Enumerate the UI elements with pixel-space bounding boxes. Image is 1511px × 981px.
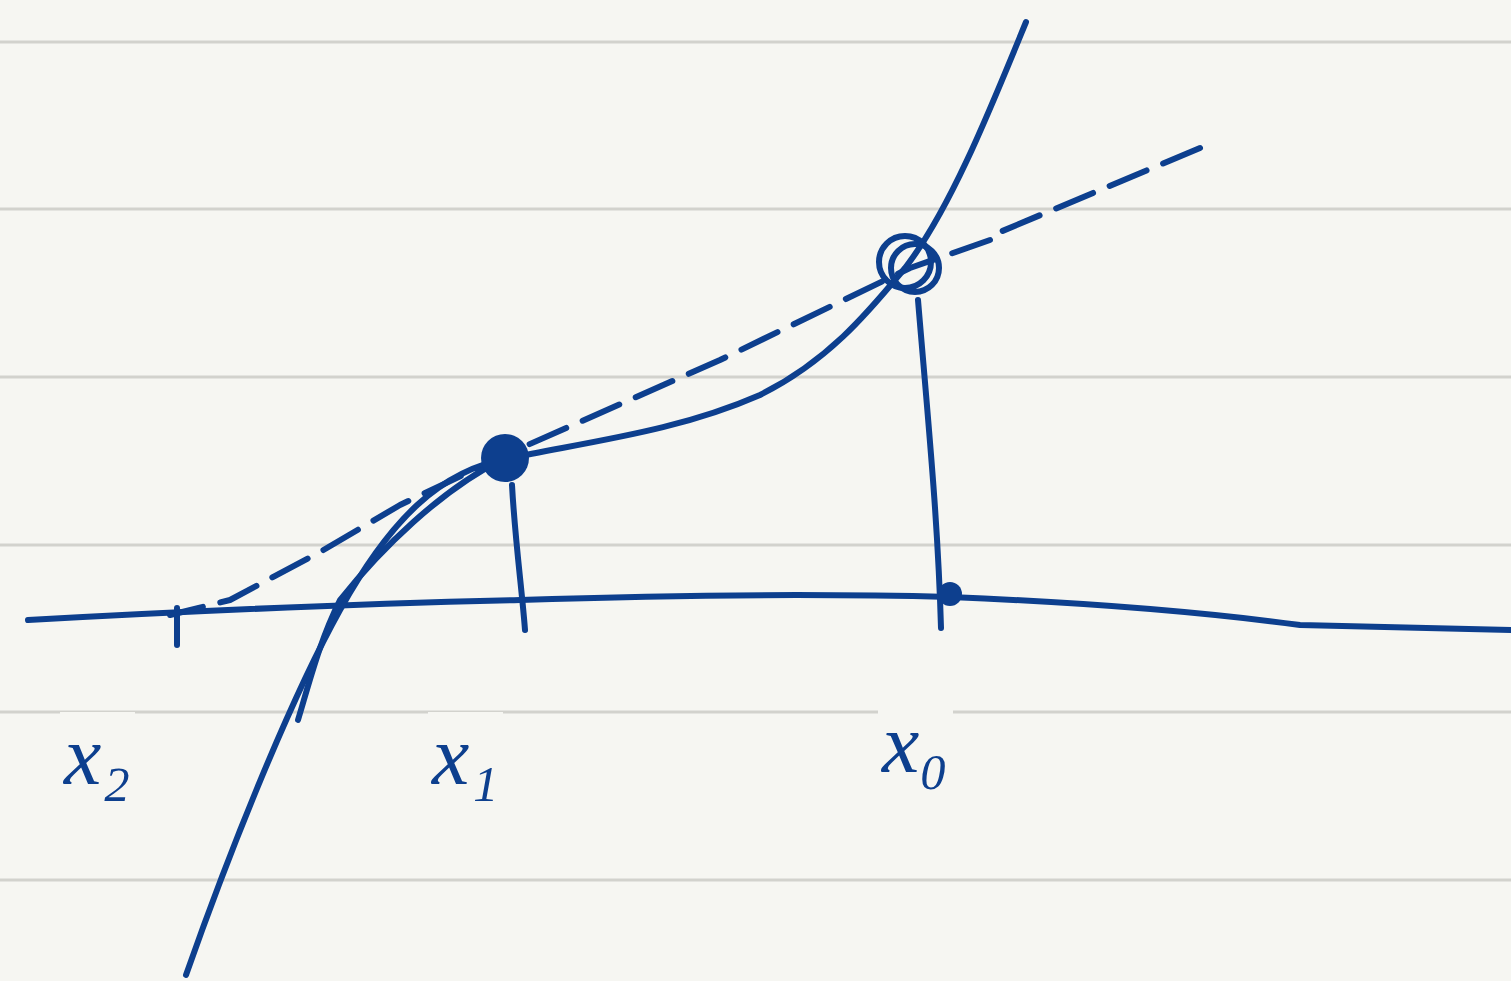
x-axis [28,595,1511,630]
axis-label: x₁ [428,712,503,800]
x0-vertical [918,300,941,628]
tangent-at-x0 [170,148,1200,615]
x0-point-ring [891,244,939,292]
x0-foot [938,582,962,606]
x1-point [481,434,529,482]
function-curve [186,22,1026,975]
x2-tick [174,608,180,645]
tangent-at-x1 [298,458,505,720]
axis-label: x₂ [60,712,135,800]
axis-label: x₀ [878,700,953,788]
x1-vertical [512,485,525,630]
ruled-lines [0,42,1511,880]
